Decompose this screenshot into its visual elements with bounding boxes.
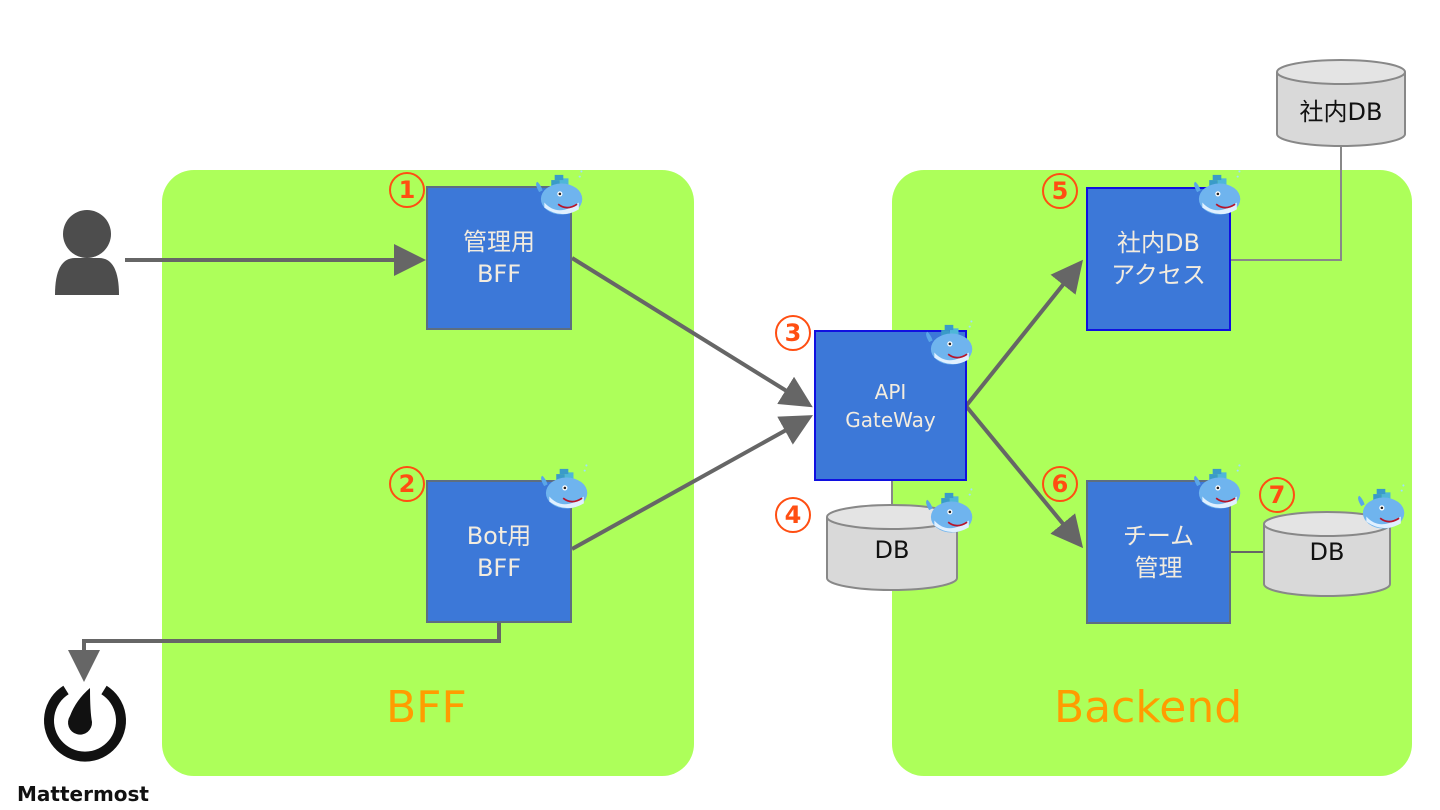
badge-2: 2 (387, 464, 427, 504)
gateway-db-label: DB (874, 536, 910, 564)
api-gateway-line1: API (874, 379, 907, 404)
docker-whale-icon (1357, 483, 1406, 530)
mattermost-logo-icon (44, 685, 126, 762)
api-gateway-line2: GateWay (845, 407, 936, 432)
docker-whale-icon (535, 169, 584, 216)
internal-db-access-line2: アクセス (1111, 261, 1206, 289)
arrow-gateway-to-team-mgmt (964, 404, 1084, 549)
internal-db-label: 社内DB (1299, 98, 1383, 126)
line-internal-db-access-to-internal-db (1230, 146, 1342, 261)
bot-bff-line2: BFF (476, 553, 522, 582)
internal-db-access-service[interactable]: 社内DB アクセス (1086, 187, 1231, 331)
docker-whale-icon (925, 319, 974, 366)
team-mgmt-line1: チーム (1122, 522, 1195, 550)
backend-zone-label: Backend (1054, 682, 1243, 733)
arrow-gateway-to-internal-db-access (964, 259, 1083, 408)
team-db-label: DB (1309, 538, 1345, 566)
team-db-cylinder (1263, 511, 1391, 597)
bot-bff-line1: Bot用 (466, 521, 532, 550)
docker-whale-icon (1193, 463, 1242, 510)
badge-1: 1 (387, 170, 427, 210)
arrow-bot-bff-to-gateway (571, 415, 813, 551)
badge-7: 7 (1257, 475, 1297, 515)
admin-bff-line1: 管理用 (463, 228, 535, 256)
badge-6: 6 (1040, 464, 1080, 504)
mattermost-label: Mattermost (17, 782, 149, 806)
user-icon (55, 210, 119, 295)
arrow-bot-bff-to-mattermost (68, 622, 501, 682)
internal-db-cylinder (1276, 59, 1406, 147)
bot-bff-service[interactable]: Bot用 BFF (426, 480, 572, 623)
team-mgmt-line2: 管理 (1134, 554, 1183, 582)
badge-4: 4 (773, 495, 813, 535)
bff-zone-label: BFF (386, 682, 467, 733)
arrow-admin-bff-to-gateway (570, 256, 813, 408)
badge-5: 5 (1040, 171, 1080, 211)
team-mgmt-service[interactable]: チーム 管理 (1086, 480, 1231, 624)
internal-db-access-line1: 社内DB (1117, 229, 1200, 257)
docker-whale-icon (1193, 169, 1242, 216)
admin-bff-line2: BFF (476, 260, 522, 288)
docker-whale-icon (925, 487, 974, 534)
docker-whale-icon (540, 463, 589, 510)
badge-3: 3 (773, 313, 813, 353)
